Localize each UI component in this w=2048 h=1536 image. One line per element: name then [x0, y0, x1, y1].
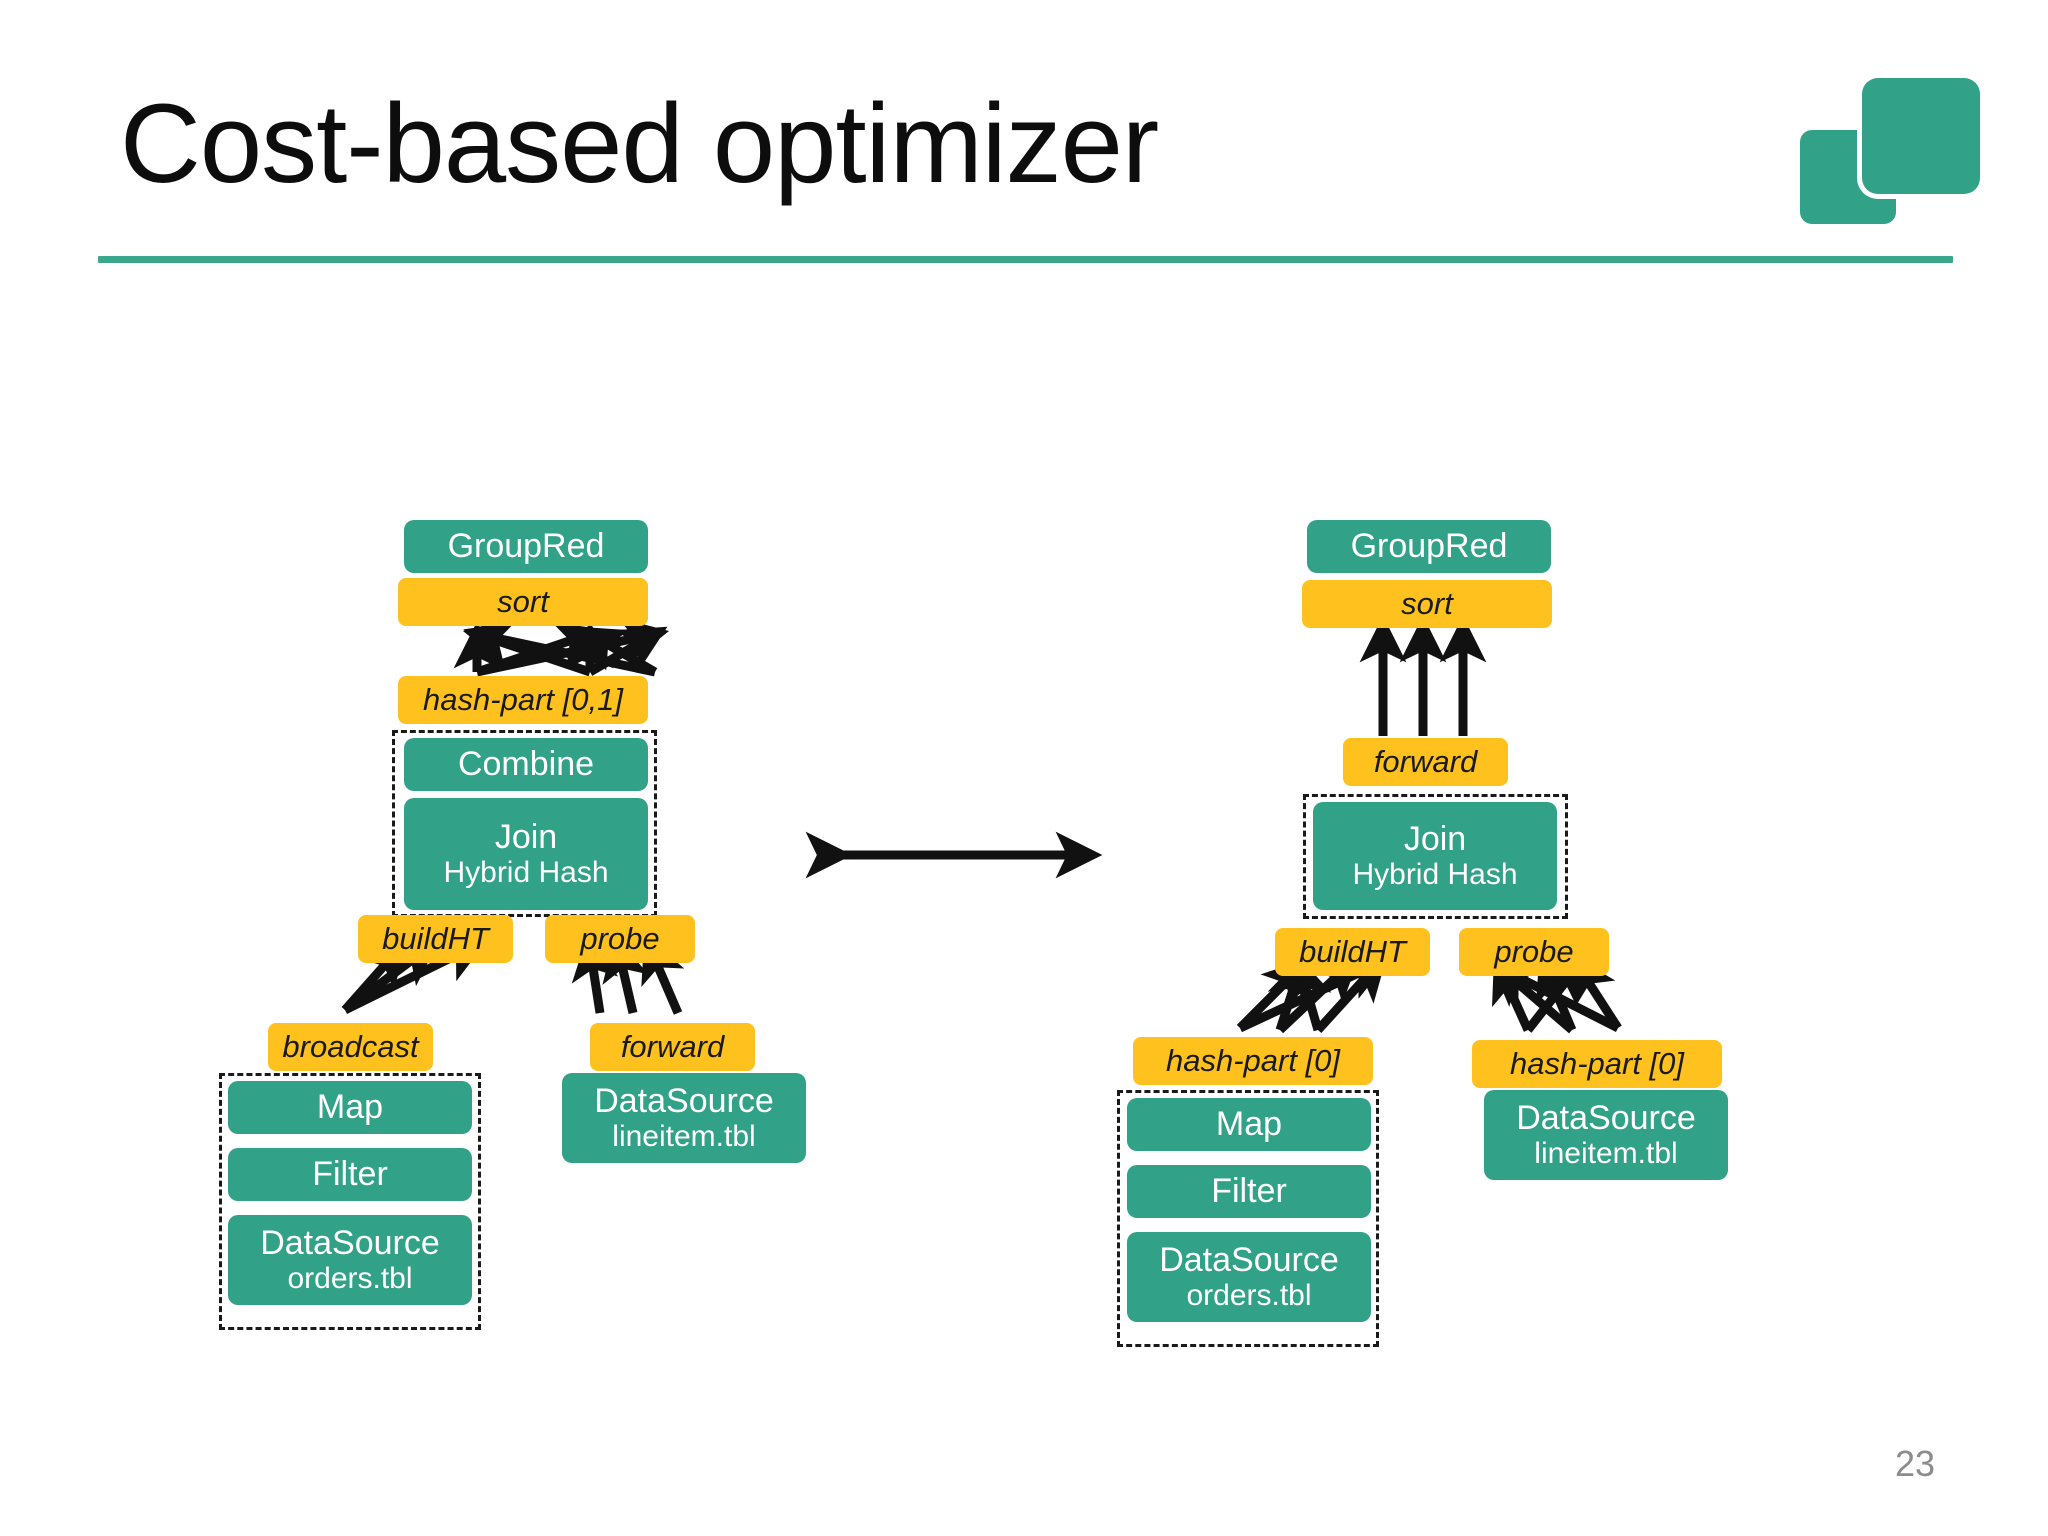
left-node-probe[interactable]: probe	[545, 915, 695, 963]
right-node-datasource-orders[interactable]: DataSource orders.tbl	[1127, 1232, 1371, 1322]
left-node-datasource-orders[interactable]: DataSource orders.tbl	[228, 1215, 472, 1305]
right-node-map[interactable]: Map	[1127, 1098, 1371, 1151]
left-sort-from-hashpart-arrows	[453, 617, 670, 677]
right-node-sort[interactable]: sort	[1302, 580, 1552, 628]
brand-logo	[1800, 78, 1980, 224]
right-node-join[interactable]: Join Hybrid Hash	[1313, 802, 1557, 910]
logo-square-front-icon	[1862, 78, 1980, 194]
right-sort-from-forward-arrows	[1359, 615, 1487, 736]
left-node-hash-part[interactable]: hash-part [0,1]	[398, 676, 648, 724]
left-orders-pipeline-group-box	[219, 1073, 481, 1330]
right-node-hash-part-right[interactable]: hash-part [0]	[1472, 1040, 1722, 1088]
title-underline-rule	[98, 256, 1953, 263]
left-node-buildht[interactable]: buildHT	[358, 915, 513, 963]
right-orders-pipeline-group-box	[1117, 1090, 1379, 1347]
page-title: Cost-based optimizer	[120, 81, 1159, 206]
left-combine-join-group-box	[392, 730, 657, 917]
right-node-forward[interactable]: forward	[1343, 738, 1508, 786]
right-node-filter[interactable]: Filter	[1127, 1165, 1371, 1218]
left-node-broadcast[interactable]: broadcast	[268, 1023, 433, 1071]
right-join-group-box	[1303, 794, 1568, 919]
right-node-probe[interactable]: probe	[1459, 928, 1609, 976]
right-node-hash-part-left[interactable]: hash-part [0]	[1133, 1037, 1373, 1085]
right-node-groupred[interactable]: GroupRed	[1307, 520, 1551, 573]
slide-page-number: 23	[1895, 1443, 1936, 1484]
left-node-map[interactable]: Map	[228, 1081, 472, 1134]
right-node-buildht[interactable]: buildHT	[1275, 928, 1430, 976]
left-node-filter[interactable]: Filter	[228, 1148, 472, 1201]
left-node-sort[interactable]: sort	[398, 578, 648, 626]
left-node-datasource-lineitem[interactable]: DataSource lineitem.tbl	[562, 1073, 806, 1163]
left-node-forward[interactable]: forward	[590, 1023, 755, 1071]
left-node-combine[interactable]: Combine	[404, 738, 648, 791]
left-node-join[interactable]: Join Hybrid Hash	[404, 798, 648, 910]
right-node-datasource-lineitem[interactable]: DataSource lineitem.tbl	[1484, 1090, 1728, 1180]
left-node-groupred[interactable]: GroupRed	[404, 520, 648, 573]
